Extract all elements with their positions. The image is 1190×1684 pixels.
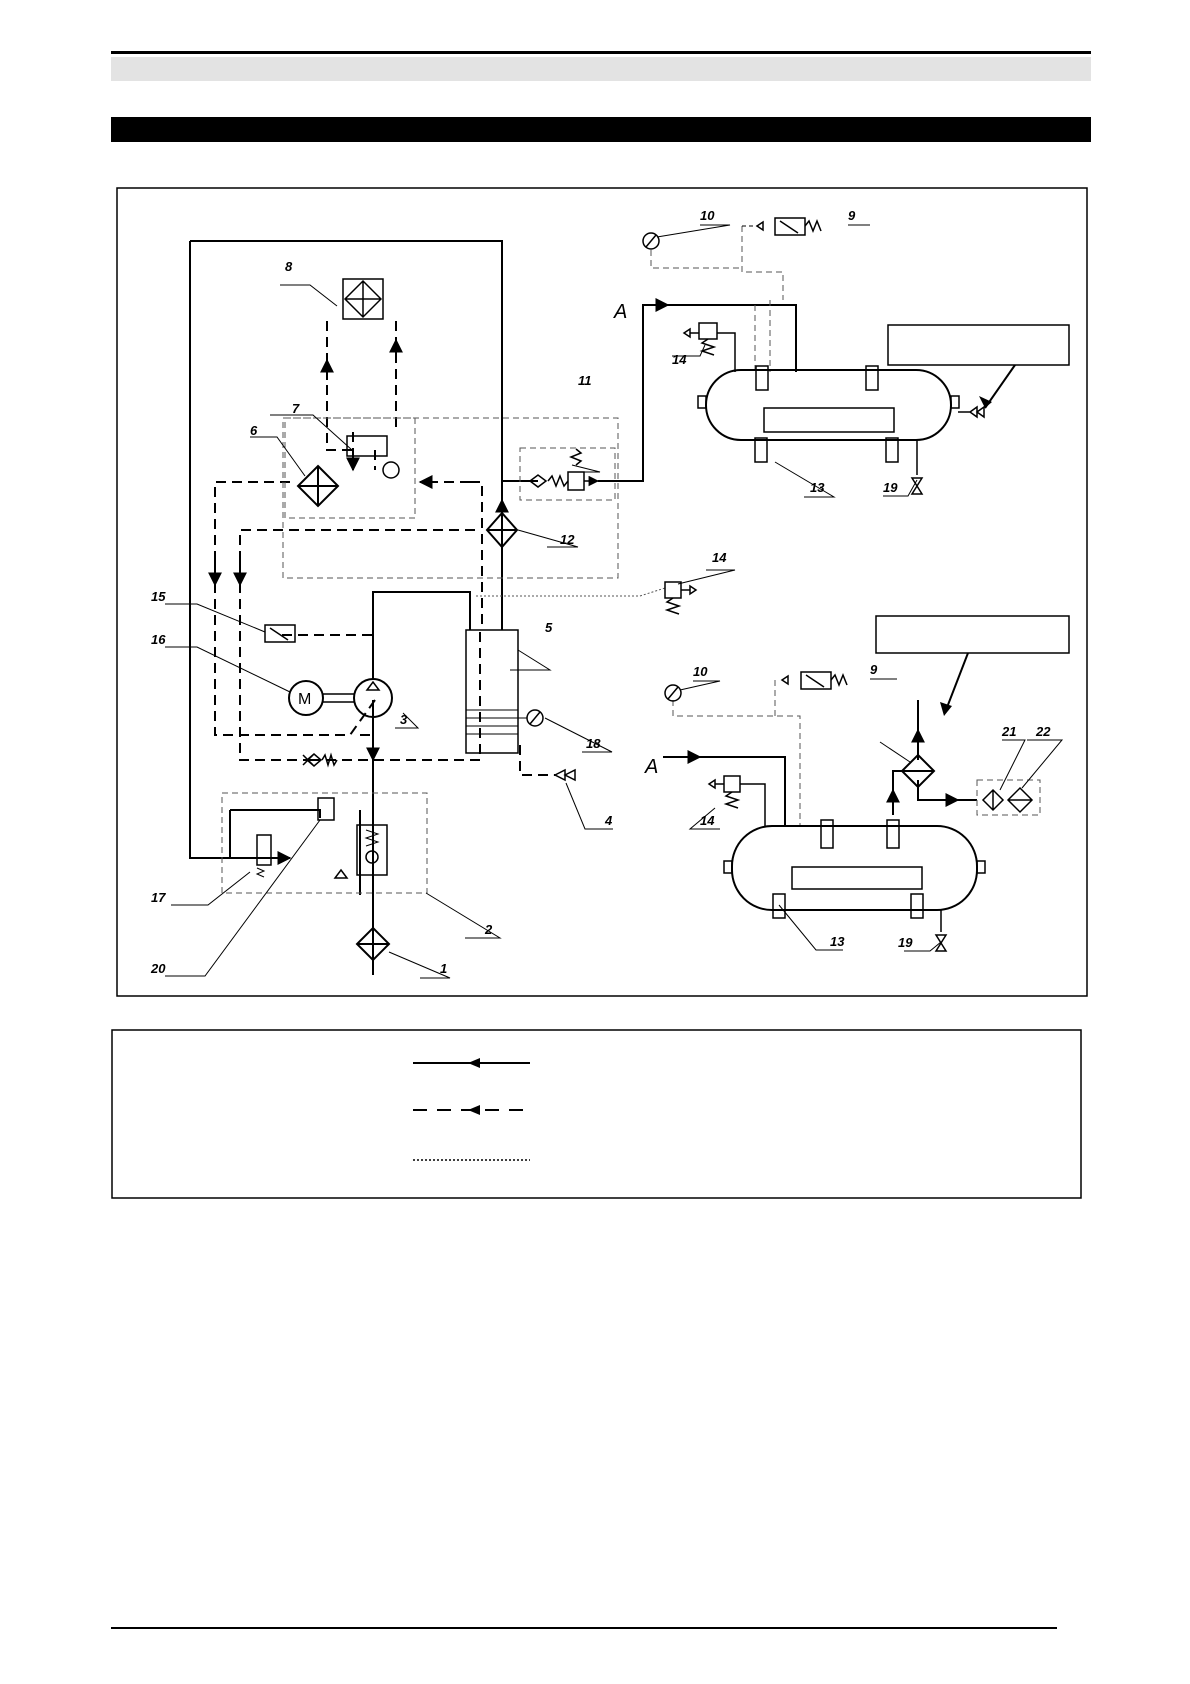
footer-rule <box>111 1627 1057 1629</box>
label-19-upper: 19 <box>883 480 898 495</box>
header-band <box>111 57 1091 81</box>
air-receiver-13-lower <box>731 825 978 911</box>
intake-valve-2 <box>356 824 388 876</box>
label-8: 8 <box>285 259 293 274</box>
boundary-box-2 <box>221 792 428 894</box>
label-14-middle: 14 <box>712 550 727 565</box>
section-title-bar <box>111 117 1091 142</box>
callout-box-upper <box>887 324 1070 366</box>
pressure-switch-9-upper <box>774 217 806 236</box>
motor-16 <box>288 680 324 716</box>
callout-box-lower <box>875 615 1070 654</box>
air-filter-1 <box>355 926 391 962</box>
label-6: 6 <box>250 423 258 438</box>
label-3: 3 <box>400 712 408 727</box>
pressure-switch-9-lower <box>800 671 832 690</box>
label-20: 20 <box>150 961 166 976</box>
cooler-6 <box>296 464 340 508</box>
safety-valve-14-middle <box>664 581 698 615</box>
label-16: 16 <box>151 632 166 647</box>
pressure-gauge-10-lower <box>664 684 682 702</box>
pressure-gauge-10-upper <box>642 232 660 250</box>
label-17: 17 <box>151 890 166 905</box>
filter-21 <box>981 788 1005 812</box>
legend-solid-line <box>413 1058 530 1068</box>
label-13-lower: 13 <box>830 934 845 949</box>
label-19-lower: 19 <box>898 935 913 950</box>
label-2: 2 <box>484 922 493 937</box>
safety-valve-14-lower <box>707 775 766 826</box>
label-12: 12 <box>560 532 575 547</box>
legend-dashed-line <box>413 1105 530 1115</box>
cooler-8 <box>342 278 384 320</box>
oil-separator-tank-5 <box>465 629 519 754</box>
boundary-box-11 <box>519 447 616 501</box>
label-7: 7 <box>292 401 300 416</box>
safety-valve-14-upper <box>682 322 736 372</box>
label-13-upper: 13 <box>810 480 825 495</box>
label-15: 15 <box>151 589 166 604</box>
motor-symbol-label: M <box>298 691 311 708</box>
legend-box <box>111 1029 1082 1199</box>
pressure-switch-15 <box>264 624 296 643</box>
separator-filter-12 <box>485 511 519 549</box>
label-11: 11 <box>578 373 592 388</box>
air-receiver-13-upper <box>705 369 952 441</box>
label-18: 18 <box>586 736 601 751</box>
compressor-3 <box>353 678 393 718</box>
check-valve <box>305 753 323 767</box>
solenoid-valve-17 <box>256 834 272 866</box>
drain-valve-19-upper <box>910 440 924 495</box>
diagram-frame <box>116 187 1088 997</box>
label-4: 4 <box>604 813 613 828</box>
label-22: 22 <box>1035 724 1051 739</box>
boundary-box-6-7 <box>284 417 416 519</box>
boundary-box-21-22 <box>976 779 1041 816</box>
line-filter <box>900 753 936 789</box>
label-10-lower: 10 <box>693 664 708 679</box>
label-1: 1 <box>440 961 447 976</box>
drain-valve-19-lower <box>934 910 948 952</box>
label-10-upper: 10 <box>700 208 715 223</box>
label-9-upper: 9 <box>848 208 856 223</box>
label-9-lower: 9 <box>870 662 878 677</box>
header-rule <box>111 51 1091 54</box>
label-21: 21 <box>1001 724 1016 739</box>
port-a-lower: A <box>644 756 658 778</box>
label-14-upper: 14 <box>672 352 687 367</box>
filter-22 <box>1006 786 1034 814</box>
solenoid-valve-20 <box>317 797 335 821</box>
port-a-upper: A <box>613 301 627 323</box>
min-pressure-valve-11 <box>528 448 600 491</box>
boundary-box-control <box>282 417 619 579</box>
label-14-lower: 14 <box>700 813 715 828</box>
label-5: 5 <box>545 620 553 635</box>
drain-valve-4 <box>553 768 576 782</box>
